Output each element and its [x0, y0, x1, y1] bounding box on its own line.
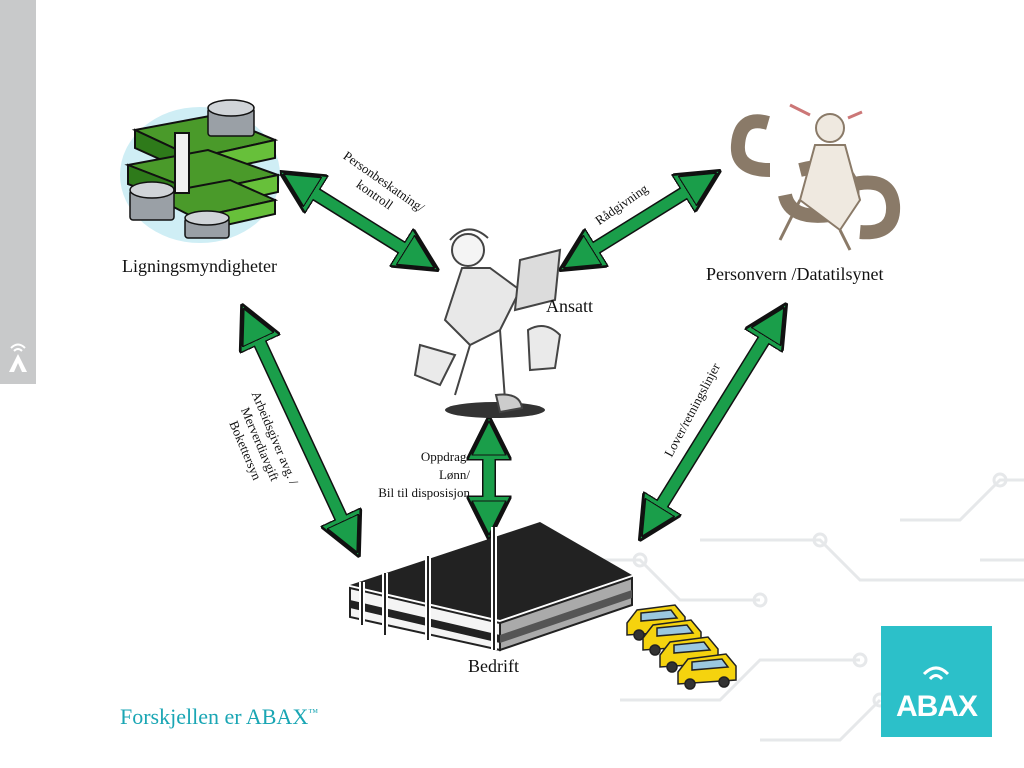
abax-logo-icon: ABAX: [881, 626, 992, 737]
abax-signal-icon: [922, 666, 950, 681]
arrow-tax-employee: [298, 183, 420, 259]
footer-trademark: ™: [308, 707, 319, 719]
abax-logo-text: ABAX: [895, 690, 978, 723]
edge-label-employee-company: Oppdrag/ Lønn/ Bil til disposisjon: [340, 448, 470, 502]
node-label-tax: Ligningsmyndigheter: [122, 256, 277, 276]
footer-slogan: Forskjellen er ABAX™: [120, 704, 318, 730]
arrow-tax-company: [251, 324, 350, 537]
arrow-employee-privacy: [578, 182, 702, 259]
edge-label-employee-company-line2: Lønn/: [438, 467, 470, 482]
money-stack-icon: [120, 99, 282, 243]
node-label-privacy: Personvern /Datatilsynet: [706, 264, 884, 284]
edge-label-employee-company-line1: Oppdrag/: [420, 449, 470, 464]
sidebar-abax-logo-icon: [9, 343, 27, 372]
footer-slogan-text: Forskjellen er ABAX: [120, 704, 309, 729]
privacy-figure-icon: [730, 103, 901, 251]
worker-icon: [413, 228, 562, 418]
left-sidebar-strip: [0, 0, 36, 384]
node-label-employee: Ansatt: [546, 296, 593, 316]
node-label-company: Bedrift: [468, 656, 519, 676]
yellow-cars-icon: [626, 604, 737, 690]
arrow-privacy-company: [651, 322, 775, 522]
office-building-icon: [349, 522, 633, 652]
edge-label-employee-company-line3: Bil til disposisjon: [378, 485, 470, 500]
